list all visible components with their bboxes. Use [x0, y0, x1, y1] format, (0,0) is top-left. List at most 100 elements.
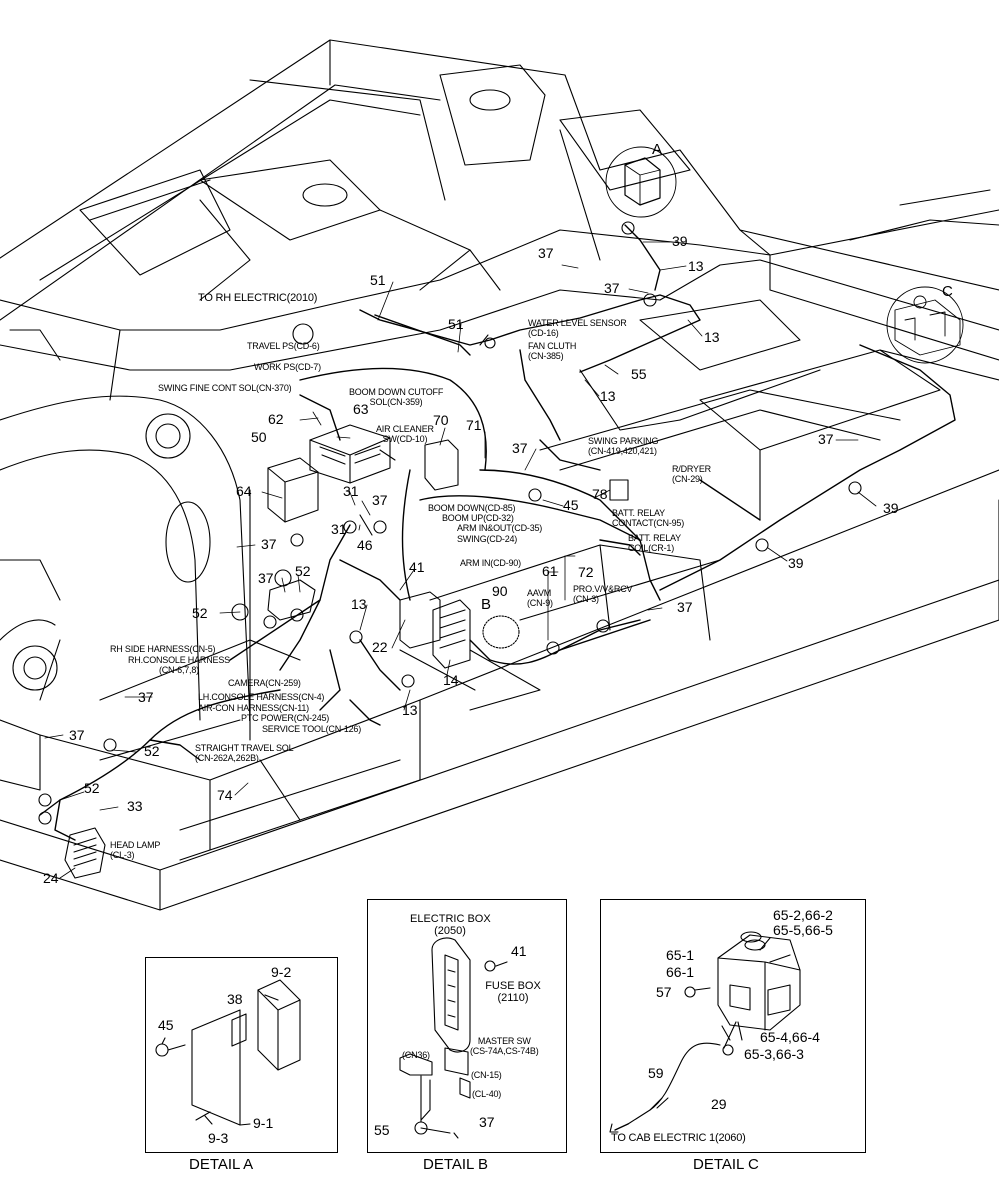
- callout-52: 52: [192, 605, 208, 621]
- label-service-tool: SERVICE TOOL(CN-126): [262, 724, 362, 734]
- detail-c-65-3: 65-3,66-3: [744, 1046, 804, 1062]
- label-straight-travel-sol: STRAIGHT TRAVEL SOL(CN-262A,262B): [195, 743, 294, 763]
- callout-31: 31: [343, 483, 359, 499]
- callout-51: 51: [448, 316, 464, 332]
- label-boom-down: BOOM DOWN(CD-85): [428, 503, 516, 513]
- label-air-con-harness: AIR-CON HARNESS(CN-11): [198, 703, 309, 713]
- callout-63: 63: [353, 401, 369, 417]
- boom-frame-drawing: [0, 323, 314, 741]
- callout-33: 33: [127, 798, 143, 814]
- detail-b-cl40: (CL-40): [472, 1089, 502, 1099]
- callout-64: 64: [236, 483, 252, 499]
- detail-b-cn15: (CN-15): [471, 1070, 502, 1080]
- callout-37: 37: [69, 727, 85, 743]
- detail-a-45: 45: [158, 1017, 174, 1033]
- callout-50: 50: [251, 429, 267, 445]
- detail-b-master-sw: MASTER SW(CS-74A,CS-74B): [470, 1036, 539, 1056]
- detail-a-drawing: [155, 979, 301, 1126]
- callout-31: 31: [331, 521, 347, 537]
- detail-c-65-2: 65-2,66-2: [773, 907, 833, 923]
- callout-72: 72: [578, 564, 594, 580]
- label-aavm: AAVM(CN-9): [527, 588, 553, 608]
- label-arm-in: ARM IN(CD-90): [460, 558, 521, 568]
- detail-b-41: 41: [511, 943, 527, 959]
- label-travel-ps: TRAVEL PS(CD-6): [247, 341, 320, 351]
- detail-c-frame: [600, 899, 866, 1153]
- detail-b-37: 37: [479, 1114, 495, 1130]
- callout-46: 46: [357, 537, 373, 553]
- label-boom-up: BOOM UP(CD-32): [442, 513, 514, 523]
- detail-b-frame: [367, 899, 567, 1153]
- label-swing-parking: SWING PARKING(CN-419,420,421): [588, 436, 659, 456]
- callout-78: 78: [592, 486, 608, 502]
- callout-13: 13: [688, 258, 704, 274]
- callout-37: 37: [372, 492, 388, 508]
- detail-c-59: 59: [648, 1065, 664, 1081]
- detail-c-caption: DETAIL C: [693, 1156, 759, 1173]
- callout-13: 13: [600, 388, 616, 404]
- label-swing-cd24: SWING(CD-24): [457, 534, 518, 544]
- callout-52: 52: [84, 780, 100, 796]
- label-r-dryer: R/DRYER(CN-29): [672, 464, 711, 484]
- detail-c-drawing: [609, 931, 801, 1133]
- detail-b-fuse-box: FUSE BOX(2110): [485, 980, 541, 1004]
- callout-37: 37: [258, 570, 274, 586]
- label-work-ps: WORK PS(CD-7): [254, 362, 321, 372]
- callout-37: 37: [677, 599, 693, 615]
- callout-61: 61: [542, 563, 558, 579]
- label-ptc-power: PTC POWER(CN-245): [241, 713, 330, 723]
- callout-45: 45: [563, 497, 579, 513]
- callout-13: 13: [402, 702, 418, 718]
- callout-41: 41: [409, 559, 425, 575]
- callout-52: 52: [144, 743, 160, 759]
- label-lh-console-harness: LH.CONSOLE HARNESS(CN-4): [198, 692, 325, 702]
- detail-a-9-1: 9-1: [253, 1115, 274, 1131]
- callout-90: 90: [492, 583, 508, 599]
- detail-c-65-1: 65-1: [666, 947, 695, 963]
- callout-51: 51: [370, 272, 386, 288]
- callout-a: A: [652, 141, 663, 158]
- callout-55: 55: [631, 366, 647, 382]
- label-water-level-sensor: WATER LEVEL SENSOR(CD-16): [528, 318, 627, 338]
- detail-c-66-1: 66-1: [666, 964, 695, 980]
- callout-37: 37: [818, 431, 834, 447]
- callout-c: C: [942, 283, 953, 300]
- callout-37: 37: [604, 280, 620, 296]
- leader-lines: [44, 241, 877, 879]
- detail-a-9-3: 9-3: [208, 1130, 229, 1146]
- detail-b-cn36: (CN36): [402, 1050, 430, 1060]
- detail-c-29: 29: [711, 1096, 727, 1112]
- callout-b: B: [481, 596, 492, 613]
- callout-37: 37: [261, 536, 277, 552]
- callout-13: 13: [704, 329, 720, 345]
- callout-37: 37: [512, 440, 528, 456]
- detail-c-65-4: 65-4,66-4: [760, 1029, 820, 1045]
- detail-c-to-cab-electric: TO CAB ELECTRIC 1(2060): [611, 1132, 746, 1144]
- upper-frame-drawing: [0, 39, 999, 401]
- callout-74: 74: [217, 787, 233, 803]
- detail-c-57: 57: [656, 984, 672, 1000]
- deck-drawing: [0, 299, 999, 911]
- label-camera: CAMERA(CN-259): [228, 678, 301, 688]
- callout-70: 70: [433, 412, 449, 428]
- detail-b-electric-box: ELECTRIC BOX(2050): [410, 913, 491, 937]
- callout-37: 37: [138, 689, 154, 705]
- detail-circles: [605, 146, 964, 364]
- detail-b-55: 55: [374, 1122, 390, 1138]
- label-to-rh-electric: TO RH ELECTRIC(2010): [198, 292, 318, 304]
- callout-39: 39: [788, 555, 804, 571]
- label-arm-in-out: ARM IN&OUT(CD-35): [457, 523, 543, 533]
- components-drawing: [38, 221, 862, 879]
- callout-71: 71: [466, 417, 482, 433]
- detail-b-drawing: [399, 937, 508, 1139]
- detail-a-caption: DETAIL A: [189, 1156, 254, 1173]
- label-fan-cluth: FAN CLUTH(CN-385): [528, 341, 577, 361]
- callout-62: 62: [268, 411, 284, 427]
- callout-22: 22: [372, 639, 388, 655]
- callout-24: 24: [43, 870, 59, 886]
